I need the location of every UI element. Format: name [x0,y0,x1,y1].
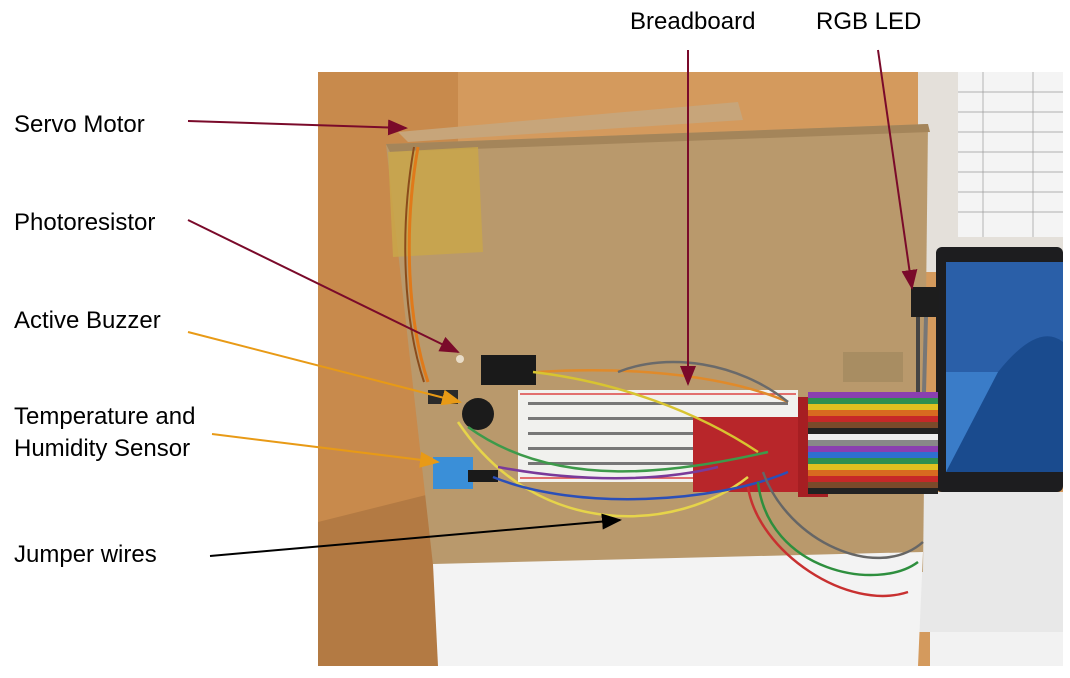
active-buzzer-arrow [187,331,462,406]
rgb-led-arrow [877,49,918,290]
active-buzzer-label: Active Buzzer [14,307,161,334]
temp-humidity-label-line2: Humidity Sensor [14,435,191,462]
temp-humidity-arrow [211,433,440,468]
jumper-wires-label: Jumper wires [14,541,157,568]
device-photo [318,72,1063,666]
temp-humidity-label-line1: Temperature and [14,403,196,430]
photoresistor-label: Photoresistor [14,209,156,236]
servo-motor-label: Servo Motor [14,111,145,138]
device-photo-illustration [318,72,1063,666]
rgb-led-label: RGB LED [816,8,922,35]
servo-motor-arrow [187,119,408,136]
jumper-wires-arrow [209,513,622,557]
photoresistor-arrow [187,219,460,353]
breadboard-label: Breadboard [630,8,756,35]
